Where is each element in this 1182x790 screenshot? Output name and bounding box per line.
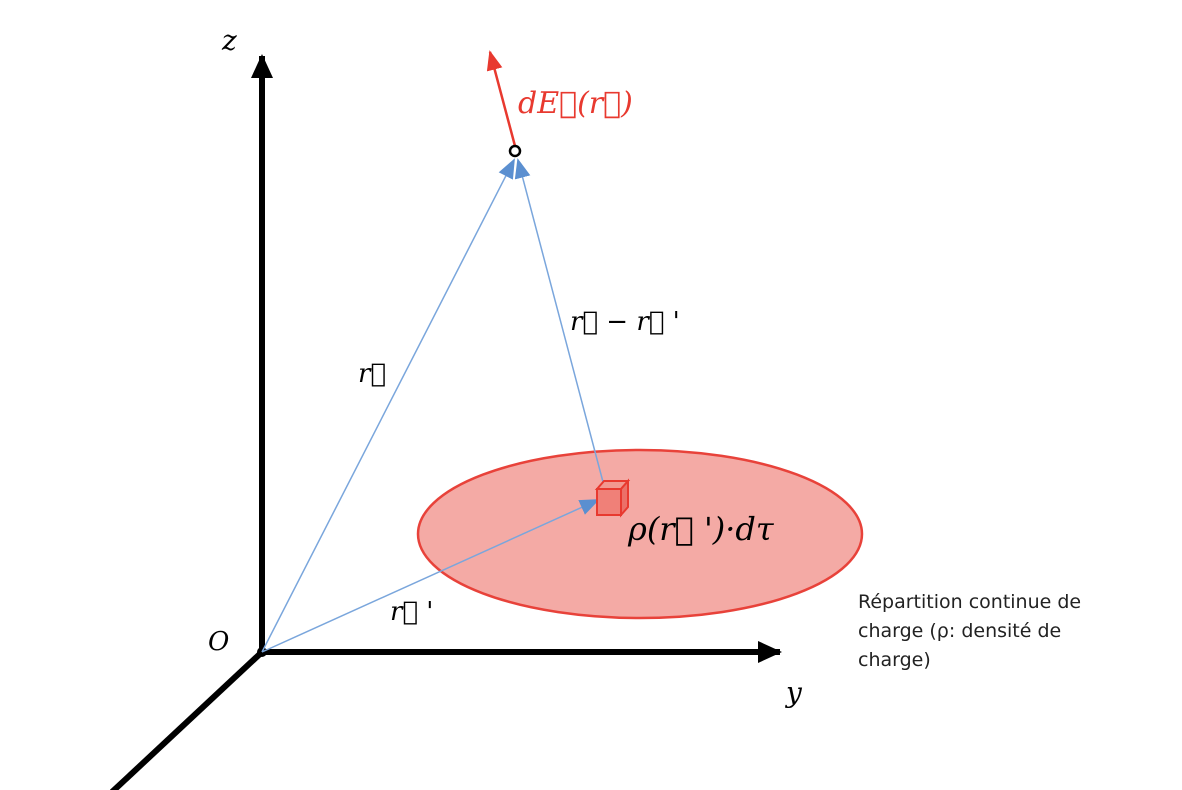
z-axis-label: z — [221, 24, 237, 57]
charge-element-label: ρ(r⃗ ')·dτ — [627, 510, 775, 548]
vector-r — [261, 158, 515, 653]
field-vector — [486, 50, 517, 147]
charge-distribution — [416, 448, 864, 620]
distribution-note: Répartition continue de charge (ρ: densi… — [858, 591, 1082, 671]
r-minus-r-prime-label: r⃗ − r⃗ ' — [570, 307, 680, 337]
field-point — [508, 144, 522, 158]
r-label: r⃗ — [358, 359, 386, 389]
r-prime-label: r⃗ ' — [390, 597, 433, 627]
field-label: dE⃗(r⃗) — [518, 86, 633, 121]
x-axis — [109, 649, 265, 790]
vector-r-minus-r-prime — [514, 158, 604, 483]
vector-r-prime — [261, 499, 600, 653]
volume-element-cube — [594, 478, 631, 518]
y-axis-label: y — [784, 676, 803, 709]
origin-label: O — [208, 627, 229, 657]
